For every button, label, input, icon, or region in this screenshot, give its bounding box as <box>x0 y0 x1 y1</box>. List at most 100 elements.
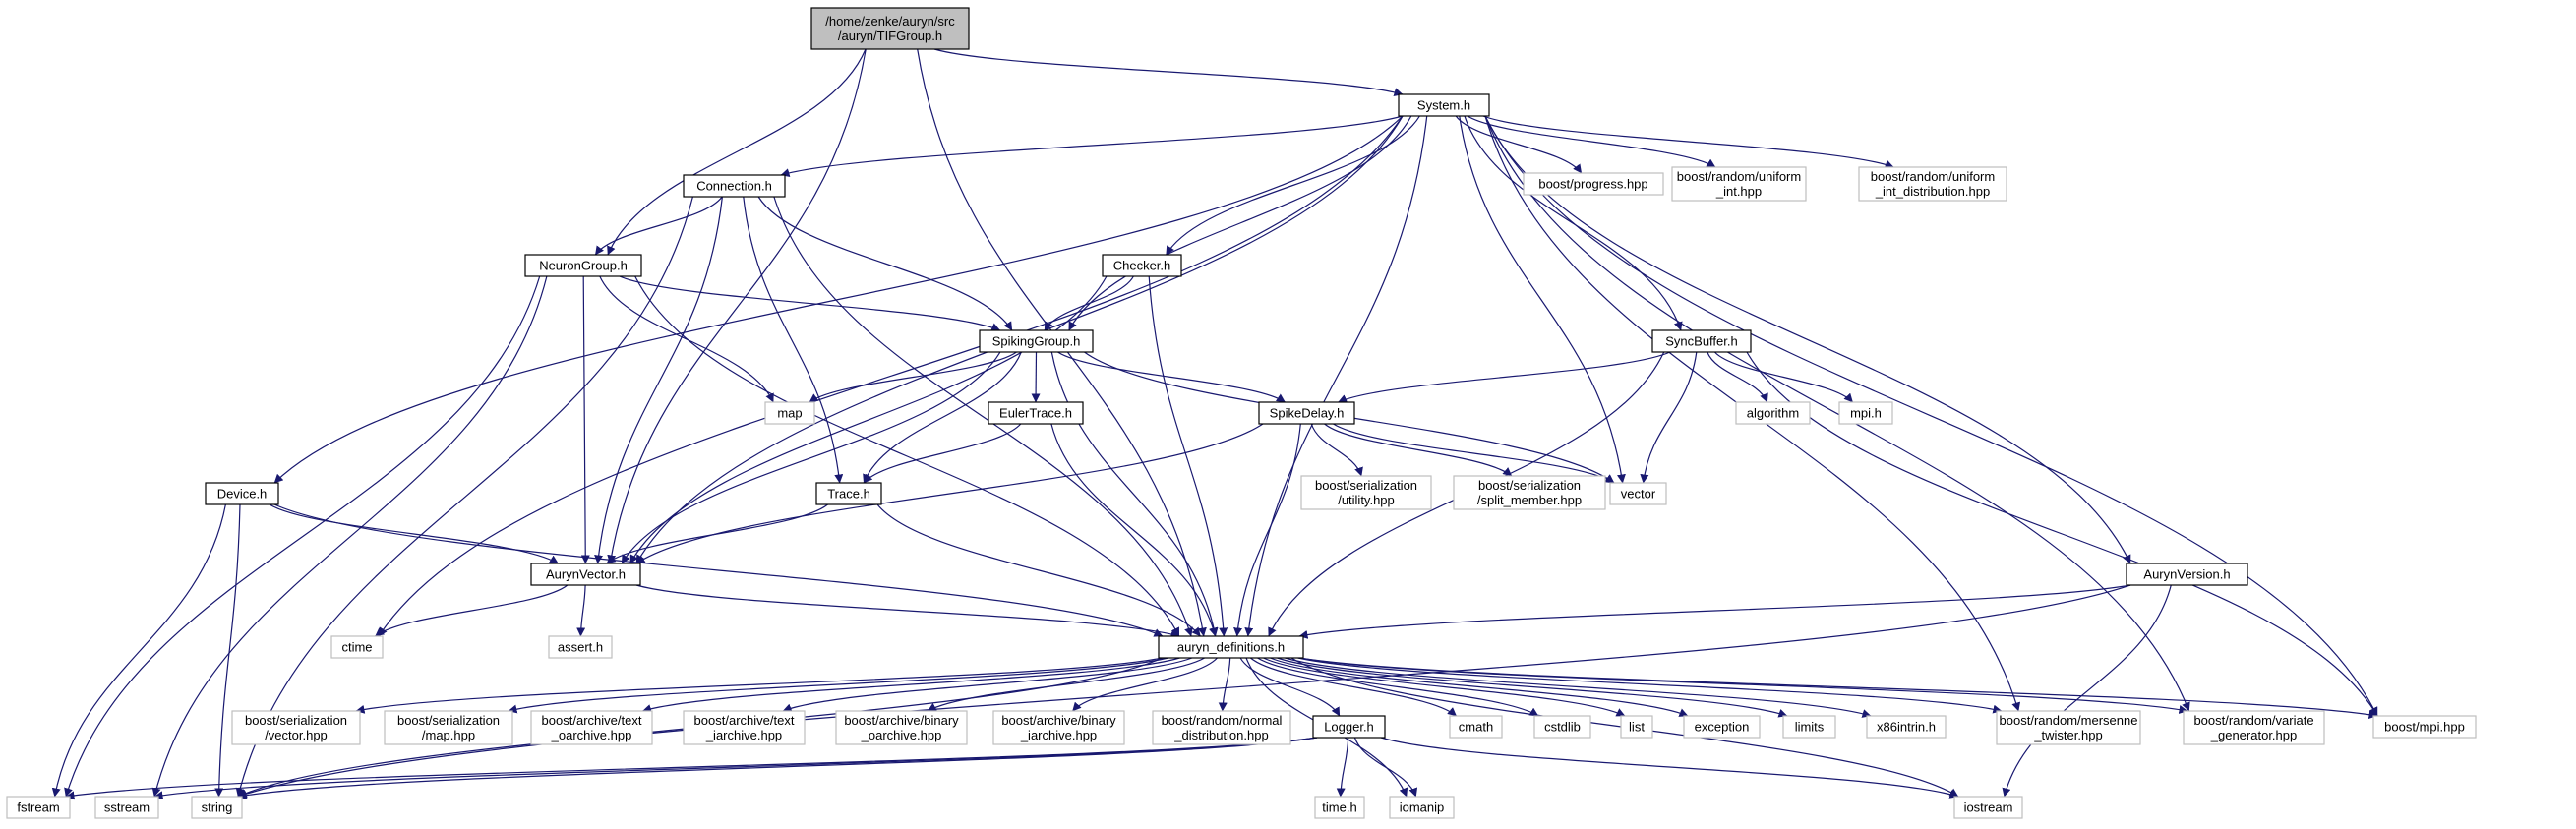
edge-defs-to-ser_map <box>508 657 1169 714</box>
node-exception: exception <box>1683 715 1761 739</box>
node-logger-label-0: Logger.h <box>1324 720 1374 735</box>
node-ctime-label-0: ctime <box>341 640 372 655</box>
node-spikinggroup[interactable]: SpikingGroup.h <box>979 329 1094 353</box>
edge-connection-to-neurongroup <box>594 196 723 256</box>
node-ser_utility-box <box>1300 475 1432 510</box>
edge-spikedelay-to-vector <box>1333 423 1615 484</box>
edge-defs-to-text_oarchive <box>642 657 1180 713</box>
node-spikedelay-box <box>1258 401 1355 425</box>
node-ser_split-label-0: boost/serialization <box>1478 478 1581 493</box>
node-x86intrin-box <box>1866 715 1947 739</box>
node-logger[interactable]: Logger.h <box>1312 715 1386 739</box>
node-checker-label-0: Checker.h <box>1113 259 1171 273</box>
node-trace[interactable]: Trace.h <box>815 482 882 505</box>
edge-aurynvector-to-defs <box>635 584 1180 639</box>
edge-syncbuffer-to-vector <box>1640 351 1698 484</box>
node-uniform_int_dist-label-1: _int_distribution.hpp <box>1875 184 1990 199</box>
node-exception-box <box>1683 715 1761 739</box>
node-variate-box <box>2183 710 2325 745</box>
node-aurynvector[interactable]: AurynVector.h <box>530 563 641 586</box>
edge-trace-to-defs <box>876 503 1201 637</box>
node-variate: boost/random/variate_generator.hpp <box>2183 710 2325 745</box>
node-string-box <box>191 796 243 819</box>
node-defs[interactable]: auryn_definitions.h <box>1158 635 1304 659</box>
node-normal_dist-label-0: boost/random/normal <box>1162 713 1283 728</box>
node-iomanip-label-0: iomanip <box>1400 800 1445 815</box>
node-x86intrin: x86intrin.h <box>1866 715 1947 739</box>
node-text_iarchive-label-0: boost/archive/text <box>694 713 795 728</box>
edge-defs-to-limits <box>1277 657 1788 718</box>
node-system[interactable]: System.h <box>1398 93 1490 117</box>
node-string: string <box>191 796 243 819</box>
edge-system-to-progress <box>1455 115 1583 174</box>
node-checker[interactable]: Checker.h <box>1102 254 1182 277</box>
edge-neurongroup-to-fstream <box>64 275 541 798</box>
node-timeh: time.h <box>1314 796 1365 819</box>
node-aurynversion-label-0: AurynVersion.h <box>2143 567 2230 582</box>
node-checker-box <box>1102 254 1182 277</box>
node-root-box <box>810 7 970 50</box>
node-algorithm-box <box>1735 401 1811 425</box>
edge-system-to-variate <box>1484 115 2190 712</box>
node-ser_split: boost/serialization/split_member.hpp <box>1453 475 1606 510</box>
node-string-label-0: string <box>202 800 233 815</box>
node-ser_vector-box <box>231 710 361 745</box>
node-binary_iarchive-box <box>992 710 1125 745</box>
node-cstdlib: cstdlib <box>1533 715 1591 739</box>
edge-syncbuffer-to-mpih <box>1713 351 1854 403</box>
edge-connection-to-string <box>235 196 693 798</box>
edge-spikinggroup-to-aurynvector <box>621 351 1001 564</box>
node-neurongroup[interactable]: NeuronGroup.h <box>524 254 642 277</box>
node-ser_utility: boost/serialization/utility.hpp <box>1300 475 1432 510</box>
node-cmath: cmath <box>1449 715 1503 739</box>
edge-spikinggroup-to-map <box>809 351 1017 403</box>
edge-defs-to-binary_iarchive <box>1072 657 1218 712</box>
node-root[interactable]: /home/zenke/auryn/src/auryn/TIFGroup.h <box>810 7 970 50</box>
node-sstream-box <box>94 796 159 819</box>
edge-defs-to-exception <box>1270 657 1689 717</box>
node-spikedelay[interactable]: SpikeDelay.h <box>1258 401 1355 425</box>
node-device[interactable]: Device.h <box>205 482 279 505</box>
node-binary_oarchive: boost/archive/binary_oarchive.hpp <box>835 710 968 745</box>
edge-system-to-uniform_int_dist <box>1482 115 1894 169</box>
node-text_oarchive-label-1: _oarchive.hpp <box>551 728 632 742</box>
node-root-label-0: /home/zenke/auryn/src <box>825 14 955 29</box>
node-normal_dist-label-1: _distribution.hpp <box>1173 728 1268 742</box>
edge-system-to-ctime <box>378 115 1404 637</box>
node-ser_map-label-1: /map.hpp <box>422 728 475 742</box>
node-ser_vector-label-1: /vector.hpp <box>265 728 328 742</box>
node-aurynversion[interactable]: AurynVersion.h <box>2126 563 2248 586</box>
node-limits-box <box>1782 715 1836 739</box>
edge-defs-to-boost_mpi <box>1298 657 2378 720</box>
node-connection-label-0: Connection.h <box>696 179 772 194</box>
node-syncbuffer[interactable]: SyncBuffer.h <box>1651 329 1752 353</box>
node-ser_map-box <box>384 710 513 745</box>
node-connection[interactable]: Connection.h <box>683 174 786 198</box>
node-syncbuffer-box <box>1651 329 1752 353</box>
node-asserth-label-0: assert.h <box>558 640 603 655</box>
node-text_oarchive: boost/archive/text_oarchive.hpp <box>530 710 653 745</box>
node-iomanip-box <box>1389 796 1455 819</box>
node-spikinggroup-label-0: SpikingGroup.h <box>992 334 1081 349</box>
edge-aurynvector-to-ctime <box>375 584 569 637</box>
node-ser_map-label-0: boost/serialization <box>397 713 500 728</box>
node-text_oarchive-label-0: boost/archive/text <box>542 713 642 728</box>
edge-trace-to-aurynvector <box>606 503 828 564</box>
edges-layer <box>51 48 2378 800</box>
node-algorithm: algorithm <box>1735 401 1811 425</box>
node-boost_mpi: boost/mpi.hpp <box>2372 715 2477 739</box>
node-progress-label-0: boost/progress.hpp <box>1538 177 1647 192</box>
node-cmath-box <box>1449 715 1503 739</box>
edge-system-to-uniform_int <box>1467 115 1716 168</box>
node-fstream: fstream <box>6 796 71 819</box>
node-root-label-1: /auryn/TIFGroup.h <box>838 29 942 43</box>
edge-eulertrace-to-trace <box>863 423 1022 484</box>
edge-checker-to-aurynvector <box>629 275 1108 564</box>
node-limits: limits <box>1782 715 1836 739</box>
edge-system-to-checker <box>1166 115 1420 256</box>
node-map: map <box>764 401 815 425</box>
edge-device-to-string <box>214 503 241 798</box>
node-timeh-label-0: time.h <box>1322 800 1356 815</box>
node-eulertrace[interactable]: EulerTrace.h <box>988 401 1084 425</box>
